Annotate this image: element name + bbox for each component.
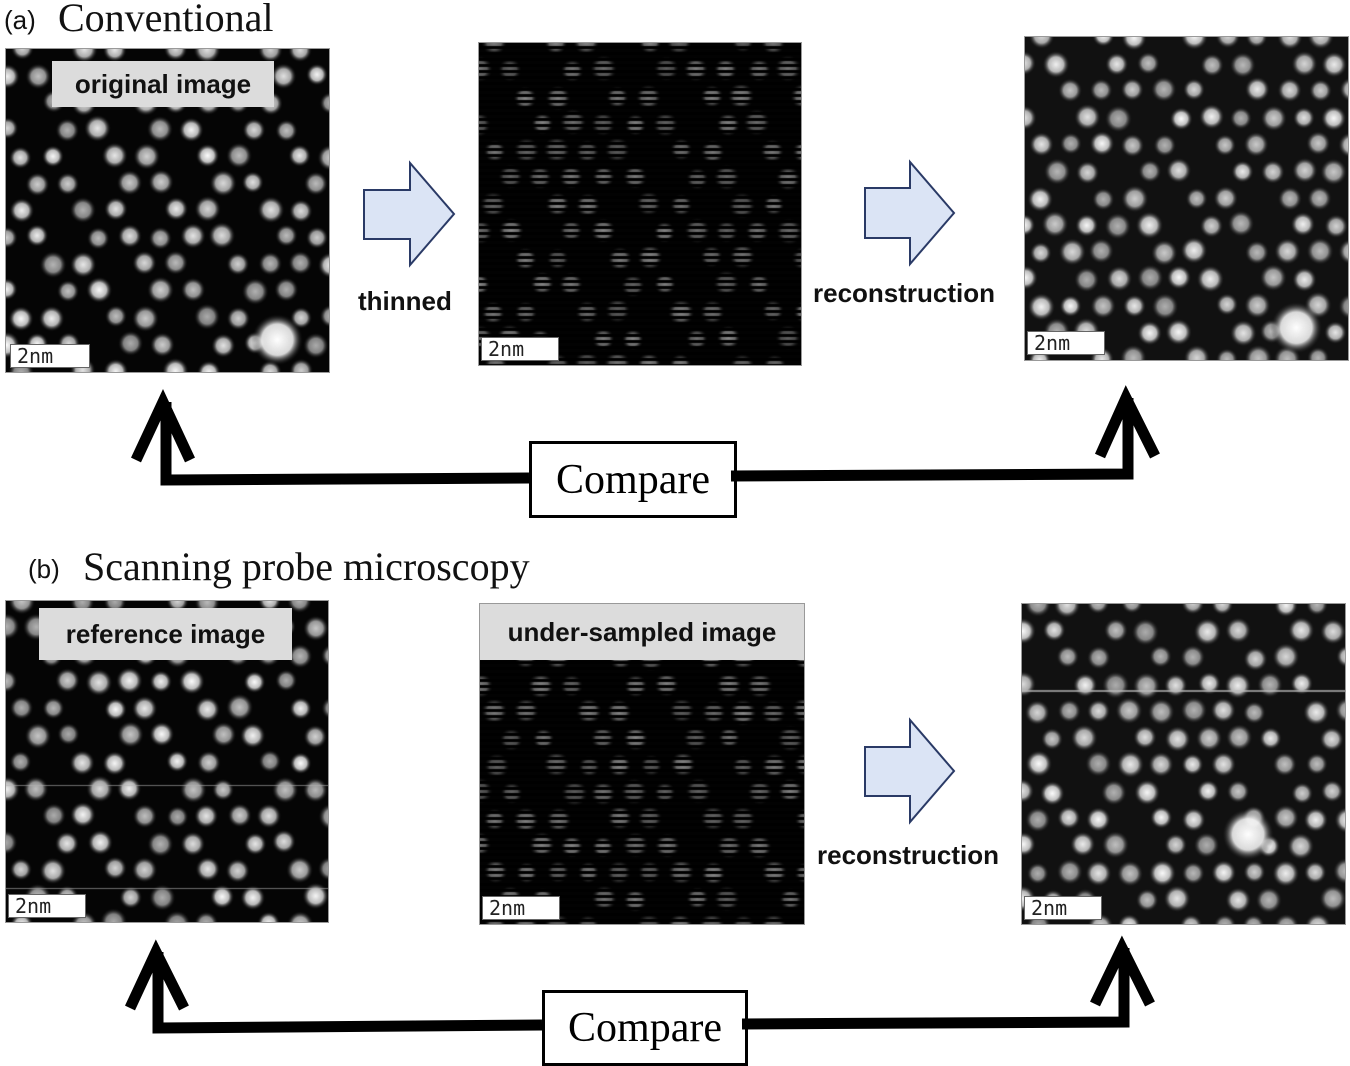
undersampled-image: under-sampled image 2nm	[479, 603, 805, 925]
reconstructed-image-a: 2nm	[1024, 36, 1349, 361]
reference-image-label: reference image	[39, 608, 292, 660]
scalebar: 2nm	[481, 337, 559, 361]
reconstruction-step-label-b: reconstruction	[817, 840, 1000, 870]
compare-box-a: Compare	[529, 441, 737, 518]
scalebar: 2nm	[10, 344, 90, 368]
scalebar: 2nm	[1027, 331, 1105, 355]
panel-b-title: Scanning probe microscopy	[83, 544, 530, 589]
original-image-label: original image	[52, 61, 274, 107]
thinned-step-label: thinned	[358, 286, 452, 316]
undersampled-image-label: under-sampled image	[480, 604, 804, 660]
thinned-image: 2nm	[478, 42, 802, 366]
compare-box-b: Compare	[542, 990, 748, 1066]
reconstructed-image-b: 2nm	[1021, 603, 1346, 925]
scalebar: 2nm	[8, 894, 86, 918]
block-arrow-reconstruction-b	[864, 717, 956, 825]
panel-b-tag: (b)	[28, 554, 60, 584]
panel-a-title: Conventional	[58, 0, 274, 40]
panel-a-tag: (a)	[4, 5, 36, 35]
reconstruction-step-label-a: reconstruction	[813, 278, 996, 308]
reference-image: reference image 2nm	[5, 600, 329, 923]
scalebar: 2nm	[482, 896, 560, 920]
block-arrow-thinned	[363, 160, 456, 268]
block-arrow-reconstruction-a	[864, 159, 956, 267]
scalebar: 2nm	[1024, 896, 1102, 920]
original-image: original image 2nm	[5, 48, 330, 373]
